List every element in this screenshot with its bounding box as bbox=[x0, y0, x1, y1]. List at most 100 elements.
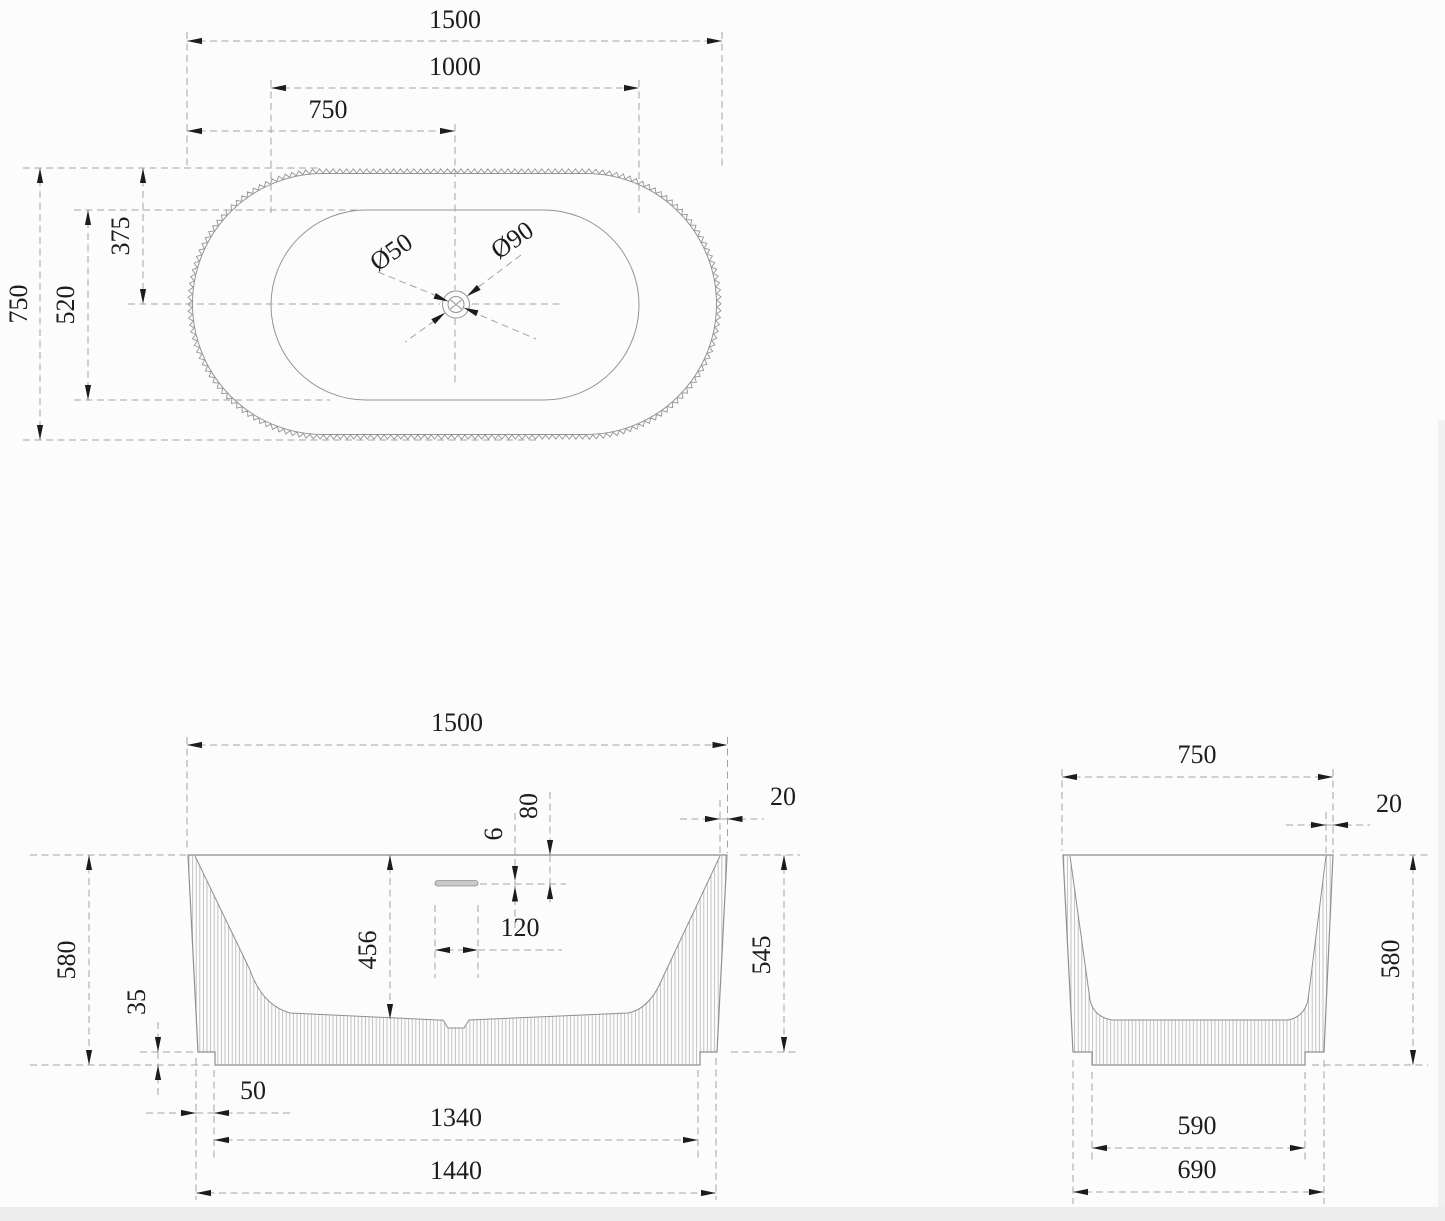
dim-arrow bbox=[139, 168, 147, 183]
dim-front-overflow-slot-height: 6 bbox=[479, 813, 519, 929]
dim-arrow bbox=[36, 168, 44, 183]
dim-arrow bbox=[624, 84, 639, 92]
dim-arrow bbox=[1290, 1144, 1305, 1152]
side-elevation bbox=[1062, 854, 1334, 1066]
dim-arrow bbox=[214, 1109, 229, 1117]
dim-top-center-width: 375 bbox=[106, 168, 147, 304]
dim-arrow bbox=[196, 1189, 211, 1197]
dim-line bbox=[469, 310, 537, 340]
dim-arrow bbox=[463, 307, 479, 317]
dim-front-overall-length: 1500 bbox=[187, 708, 728, 749]
dim-side-base-width: 690 bbox=[1073, 1155, 1324, 1196]
dim-label: 580 bbox=[1376, 940, 1405, 979]
dim-label: 456 bbox=[353, 931, 382, 970]
dim-arrow bbox=[36, 425, 44, 440]
dim-label: 6 bbox=[479, 828, 508, 841]
dim-arrow bbox=[511, 886, 519, 902]
dim-front-basin-depth: 456 bbox=[353, 855, 394, 1019]
dim-label: 750 bbox=[309, 95, 348, 124]
dim-arrow bbox=[85, 1050, 93, 1065]
dim-arrow bbox=[154, 1037, 162, 1052]
dim-label: 690 bbox=[1178, 1155, 1217, 1184]
front-basin-outline bbox=[194, 855, 721, 1029]
dim-front-base-length: 1440 bbox=[196, 1156, 716, 1197]
dim-label: 1440 bbox=[430, 1156, 482, 1185]
dim-arrow bbox=[440, 127, 455, 135]
dim-arrow bbox=[271, 84, 286, 92]
drain-cross-icon bbox=[450, 299, 462, 310]
front-outer-outline bbox=[187, 854, 728, 1066]
dim-front-overall-height: 580 bbox=[52, 855, 93, 1065]
dim-label: 1340 bbox=[430, 1103, 482, 1132]
dim-label: 20 bbox=[1376, 789, 1402, 818]
dim-front-overflow-drop: 80 bbox=[514, 792, 554, 907]
dim-arrow bbox=[431, 312, 446, 325]
dim-arrow bbox=[84, 210, 92, 225]
dim-arrow bbox=[705, 815, 720, 823]
page-edge-shade-right bbox=[1438, 420, 1445, 1221]
dim-front-rim-thickness: 20 bbox=[680, 782, 796, 823]
dim-arrow bbox=[712, 741, 728, 749]
drain-outer-circle bbox=[442, 290, 470, 319]
dim-label: 1500 bbox=[431, 708, 483, 737]
dim-top-overall-width: 750 bbox=[4, 168, 44, 440]
dim-label: 545 bbox=[747, 936, 776, 975]
dim-label: 375 bbox=[106, 217, 135, 256]
dim-arrow bbox=[139, 289, 147, 304]
dim-front-base-step: 50 bbox=[146, 1076, 292, 1117]
dim-line bbox=[377, 271, 443, 299]
page-edge-shade-bottom bbox=[0, 1207, 1445, 1221]
dim-arrow bbox=[214, 1136, 229, 1144]
dim-arrow bbox=[386, 1004, 394, 1019]
dim-arrow bbox=[701, 1189, 716, 1197]
dim-side-rim-thickness: 20 bbox=[1286, 789, 1402, 829]
dim-top-basin-length: 1000 bbox=[271, 52, 639, 92]
dim-label: 1000 bbox=[429, 52, 481, 81]
dim-arrow bbox=[1318, 773, 1333, 781]
drain-large-label: Ø90 bbox=[485, 215, 538, 264]
dim-front-overflow-slot-length: 120 bbox=[435, 913, 562, 954]
dim-arrow bbox=[386, 855, 394, 870]
dim-label: 590 bbox=[1178, 1111, 1217, 1140]
dim-arrow bbox=[187, 127, 202, 135]
dim-arrow bbox=[433, 293, 449, 302]
dim-label: 50 bbox=[240, 1076, 266, 1105]
dim-side-overall-width: 750 bbox=[1062, 740, 1333, 781]
dim-front-plinth-height: 35 bbox=[122, 989, 162, 1098]
side-flute-hatch bbox=[1063, 855, 1333, 1065]
dim-arrow bbox=[727, 815, 743, 823]
dim-arrow bbox=[1062, 773, 1077, 781]
dim-label: 750 bbox=[4, 285, 33, 324]
dim-arrow bbox=[84, 385, 92, 400]
dim-arrow bbox=[1311, 821, 1326, 829]
dim-arrow bbox=[187, 37, 202, 45]
dim-arrow bbox=[707, 37, 722, 45]
dim-label: 120 bbox=[501, 913, 540, 942]
dim-arrow bbox=[154, 1065, 162, 1080]
front-flute-hatch bbox=[188, 855, 727, 1065]
dim-front-body-height: 545 bbox=[747, 855, 788, 1052]
dim-arrow bbox=[1309, 1188, 1324, 1196]
dim-arrow bbox=[85, 855, 93, 870]
dim-top-center-length: 750 bbox=[187, 95, 455, 135]
dim-label: 520 bbox=[51, 286, 80, 325]
dim-label: 750 bbox=[1178, 740, 1217, 769]
dim-line bbox=[404, 313, 445, 343]
dim-arrow bbox=[466, 284, 481, 297]
drain-inner-circle bbox=[447, 296, 465, 313]
dim-top-basin-width: 520 bbox=[51, 210, 92, 400]
dim-arrow bbox=[463, 946, 478, 954]
dim-side-plinth-width: 590 bbox=[1092, 1111, 1305, 1152]
dim-arrow bbox=[1092, 1144, 1107, 1152]
overflow-slot bbox=[434, 880, 479, 887]
front-elevation bbox=[187, 854, 728, 1066]
dim-arrow bbox=[546, 840, 554, 855]
dim-arrow bbox=[181, 1109, 196, 1117]
dim-label: 35 bbox=[122, 989, 151, 1015]
dim-arrow bbox=[1409, 855, 1417, 870]
dim-arrow bbox=[546, 884, 554, 899]
side-outer-outline bbox=[1062, 854, 1334, 1066]
